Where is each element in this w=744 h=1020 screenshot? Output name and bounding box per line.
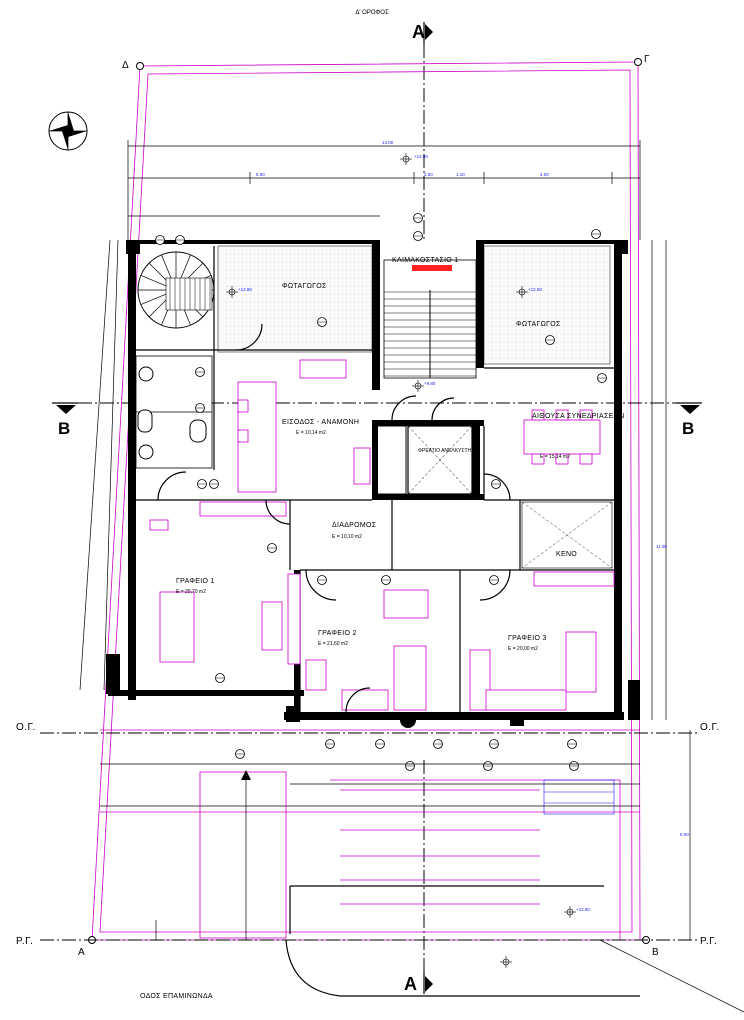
right-dimensions: 11.00 5.00 [651, 240, 691, 940]
seg-1-label: 5.00 [256, 172, 265, 177]
section-a-bottom-marker: A [404, 760, 433, 994]
column-markers [155, 213, 607, 771]
svg-text:ΦΩΤΑΓΩΓΟΣ: ΦΩΤΑΓΩΓΟΣ [516, 321, 561, 328]
interior-partitions [136, 246, 614, 712]
section-a-top-marker: A [412, 22, 433, 240]
elevation-top: +12.80 [414, 154, 428, 159]
corner-beta-label: B [652, 947, 659, 958]
top-road-label: Δ' ΟΡΟΦΟΣ [355, 10, 389, 16]
corridor-area: Ε = 10,10 m2 [332, 534, 362, 540]
corner-alpha-label: A [78, 947, 85, 958]
seg-3-label: 1.10 [456, 172, 465, 177]
svg-text:ΦΩΤΑΓΩΓΟΣ: ΦΩΤΑΓΩΓΟΣ [282, 283, 327, 290]
entrance-label: ΕΙΣΟΔΟΣ - ΑΝΑΜΟΝΗ [282, 419, 359, 426]
office1-label: ΓΡΑΦΕΙΟ 1 [176, 578, 215, 585]
meeting-label: ΑΙΘΟΥΣΑ ΣΥΝΕΔΡΙΑΣΕΩΝ [532, 413, 624, 420]
section-b-right-marker: B [676, 402, 702, 438]
corner-markers: Δ Γ A B [78, 54, 659, 958]
corridor-label: ΔΙΑΔΡΟΜΟΣ [332, 522, 377, 529]
svg-text:+12.60: +12.60 [528, 287, 542, 292]
svg-text:+9.80: +9.80 [424, 381, 436, 386]
building-line-og: Ο.Γ. Ο.Γ. [16, 722, 720, 734]
svg-text:B: B [58, 419, 70, 438]
light-well-left: ΦΩΤΑΓΩΓΟΣ [217, 245, 373, 353]
office2-label: ΓΡΑΦΕΙΟ 2 [318, 630, 357, 637]
svg-text:+12.85: +12.85 [238, 287, 252, 292]
seg-4-label: 4.00 [540, 172, 549, 177]
total-width-label: 14.00 [382, 140, 394, 145]
office2-area: Ε = 21,60 m2 [318, 641, 348, 647]
spiral-staircase [137, 251, 215, 329]
corner-gamma-label: Γ [644, 54, 650, 65]
section-b-left-marker: B [52, 402, 78, 438]
north-arrow-icon [48, 111, 88, 151]
svg-text:ΦΡΕΑΤΙΟ ΑΝΕΛΚΥΣΤΗΡΑ: ΦΡΕΑΤΙΟ ΑΝΕΛΚΥΣΤΗΡΑ [418, 448, 478, 454]
svg-text:Ρ.Γ.: Ρ.Γ. [16, 936, 33, 947]
main-staircase: ΚΛΙΜΑΚΟΣΤΑΣΙΟ 1 [383, 257, 477, 379]
office1-area: Ε = 25,70 m2 [176, 589, 206, 595]
forecourt-details [100, 763, 744, 1013]
svg-text:Ο.Γ.: Ο.Γ. [700, 722, 720, 733]
svg-text:B: B [682, 419, 694, 438]
elevation-markers: +12.85 +12.60 +9.80 +12.80 [226, 286, 590, 968]
light-well-right: ΦΩΤΑΓΩΓΟΣ [483, 245, 611, 365]
bottom-road-label: ΟΔΟΣ ΕΠΑΜΙΝΩΝΔΑ [140, 993, 213, 1000]
door-swings [157, 323, 511, 713]
room-labels: ΕΙΣΟΔΟΣ - ΑΝΑΜΟΝΗ Ε = 10,14 m2 ΑΙΘΟΥΣΑ Σ… [176, 413, 624, 652]
office3-label: ΓΡΑΦΕΙΟ 3 [508, 635, 547, 642]
svg-text:Ο.Γ.: Ο.Γ. [16, 722, 36, 733]
svg-text:+12.80: +12.80 [576, 907, 590, 912]
top-dimensions: 14.00 5.00 2.00 1.10 4.00 +12.80 [127, 140, 641, 240]
elevator-shaft: ΦΡΕΑΤΙΟ ΑΝΕΛΚΥΣΤΗΡΑ [375, 425, 478, 495]
svg-text:A: A [412, 22, 425, 42]
void-area: ΚΕΝΟ [521, 501, 613, 569]
meeting-area: Ε = 15,14 m2 [540, 454, 570, 460]
svg-text:A: A [404, 974, 417, 994]
entrance-area: Ε = 10,14 m2 [296, 430, 326, 436]
svg-text:ΚΕΝΟ: ΚΕΝΟ [556, 551, 577, 558]
setback-label: 5.00 [680, 832, 689, 837]
street-line-rg: Ρ.Γ. Ρ.Γ. [16, 936, 717, 947]
svg-text:Ρ.Γ.: Ρ.Γ. [700, 936, 717, 947]
stairwell-label: ΚΛΙΜΑΚΟΣΤΑΣΙΟ 1 [392, 257, 459, 264]
office3-area: Ε = 20,00 m2 [508, 646, 538, 652]
left-dimensions [79, 239, 119, 691]
corner-delta-label: Δ [122, 60, 129, 71]
seg-2-label: 2.00 [424, 172, 433, 177]
depth-right-label: 11.00 [656, 544, 667, 549]
property-boundary [91, 61, 641, 941]
